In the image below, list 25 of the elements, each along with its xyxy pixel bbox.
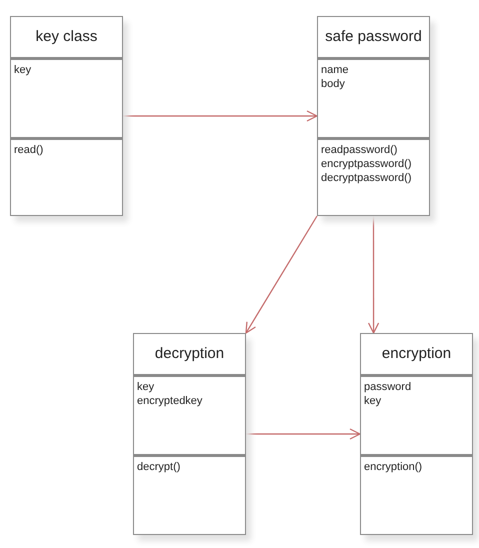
class-name: safe password (325, 26, 422, 47)
association-arrow (246, 428, 361, 440)
class-box (10, 16, 123, 216)
member-text: readpassword() (321, 143, 398, 157)
association-arrow (123, 110, 318, 122)
class-name: key class (36, 26, 98, 47)
member-text: encryption() (364, 460, 422, 474)
member-text: key (14, 63, 32, 77)
association-arrow (245, 216, 318, 334)
member-text: password (364, 380, 412, 394)
member-text: decryptpassword() (321, 171, 412, 185)
class-box (133, 333, 246, 535)
member-text: encryptedkey (137, 394, 202, 408)
member-text: body (321, 77, 345, 91)
class-name: encryption (382, 344, 452, 364)
member-text: decrypt() (137, 460, 180, 474)
member-text: key (364, 394, 382, 408)
class-box (317, 16, 430, 216)
association-arrow (368, 216, 380, 334)
class-name: decryption (154, 344, 224, 364)
member-text: name (321, 63, 349, 77)
member-text: read() (14, 143, 44, 157)
class-box (360, 333, 473, 535)
member-text: encryptpassword() (321, 157, 412, 171)
member-text: key (137, 380, 154, 394)
